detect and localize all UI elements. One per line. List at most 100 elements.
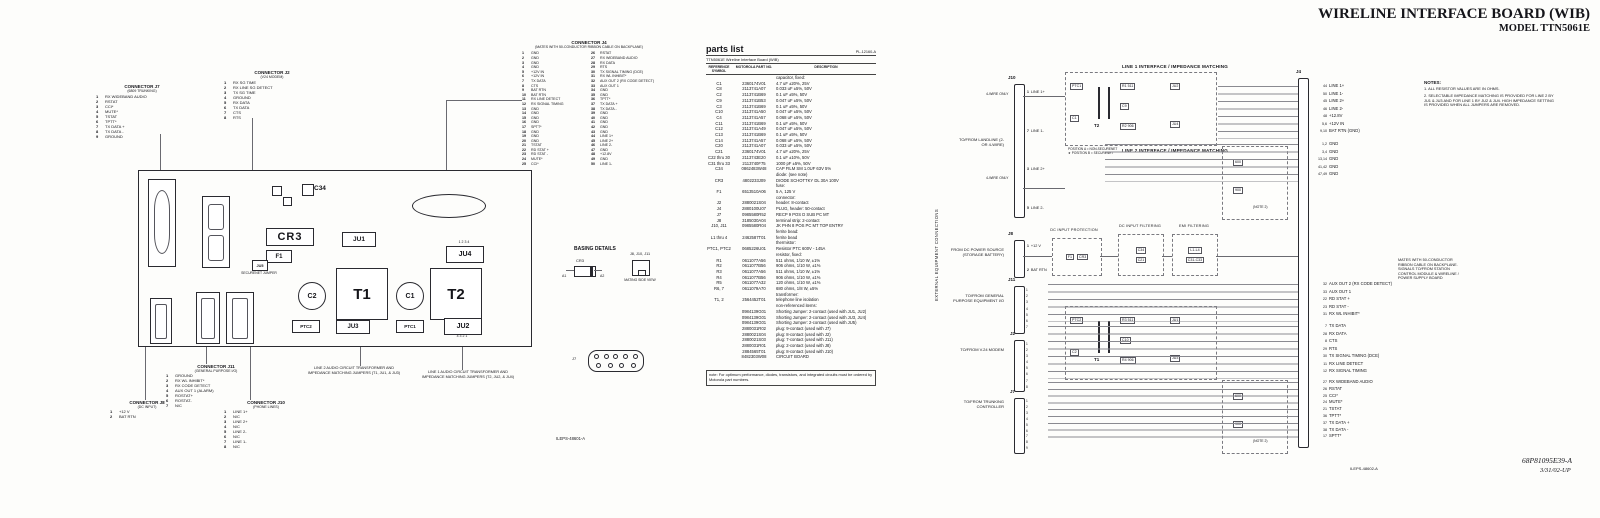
parts-list-row: C2 2113741B69 0.1 uF ±5%, 50V xyxy=(706,92,876,98)
pin-label: GROUND xyxy=(233,95,251,101)
mating-side-view-label: MATING SIDE VIEW xyxy=(624,278,656,282)
pin-hole xyxy=(633,354,639,360)
j4-pins-right-column: 26 RSTAT 27 RX WIDEBAND AUDIO 28 RX DATA xyxy=(591,51,656,166)
callout-pin-row: 3 RX CODE DETECT xyxy=(166,383,266,389)
pin-number: 8 xyxy=(224,114,227,120)
part-ref: R3 xyxy=(716,268,722,274)
part-description: 4.7 uF ±20%, 25V xyxy=(776,149,810,155)
pin-number: 12 xyxy=(522,101,526,106)
part-number: 2113741B69 xyxy=(742,92,766,98)
signal-label: GND xyxy=(1329,156,1339,161)
callout-pin-row: 42 GND xyxy=(591,125,656,130)
board-doc-number: ILEPS-48601-A xyxy=(556,436,586,441)
signal-row: 30 TX SIGNAL TIMING (DCE) xyxy=(1311,353,1379,362)
callout-pin-row: 48 +12.8V xyxy=(591,152,656,157)
pin-label: N/C xyxy=(233,414,240,420)
pin-label: RD STAT + xyxy=(531,147,549,152)
pin-number: 28 xyxy=(1323,331,1327,336)
pin-number: 42 xyxy=(591,124,595,129)
pin-label: SPTT* xyxy=(531,124,542,129)
callout-subtitle: (GENERAL PURPOSE I/O) xyxy=(194,369,238,374)
part-number: 0985580R04 xyxy=(742,223,766,229)
pin-label: BAT RTN xyxy=(531,92,546,97)
schematic-j11-label: J11 xyxy=(1008,277,1016,282)
j4-group-trunking: 27 RX WIDEBAND AUDIO 26 RSTAT 25 CCI* 24… xyxy=(1311,379,1373,441)
pin-number: 3 xyxy=(522,60,524,65)
callout-pin-row: 46 LINE 2- xyxy=(591,143,656,148)
dc-power-source-label: FROM DC POWER SOURCE (STORAGE BATTERY) xyxy=(950,247,1004,257)
parts-list-row: 2880031R01 plug: 2-contact (used with J8… xyxy=(706,343,876,349)
pin-label: GND xyxy=(531,134,539,139)
schematic-connector-j10 xyxy=(1014,84,1025,218)
leader-line xyxy=(252,118,253,196)
pin-label: LINE 1- xyxy=(233,438,247,444)
pin-number: 6 xyxy=(96,118,99,124)
j4-group-gpio: 32 AUX OUT 2 (RX CODE DETECT) 33 AUX OUT… xyxy=(1311,281,1392,320)
part-description: CIRCUIT BOARD xyxy=(776,354,809,360)
pin-number: 7 xyxy=(1026,378,1028,383)
landline-label: TO/FROM LANDLINE (2- OR 4-WIRE) xyxy=(958,137,1004,147)
pin-label: RSTAT xyxy=(600,51,612,56)
parts-list-heading: parts list xyxy=(706,44,744,54)
cr3-package-drawing xyxy=(574,266,596,277)
part-description: resistor, fixed: xyxy=(776,251,802,257)
connector-cavity xyxy=(232,298,248,339)
part-number: 2884565T01 xyxy=(742,348,766,354)
pin-number: 5 xyxy=(96,114,99,120)
signal-row: 50 LINE 1- xyxy=(1311,91,1360,100)
board-connector-j7 xyxy=(148,179,176,267)
line2-circuit-label: LINE 2 AUDIO CIRCUIT TRANSFORMER AND IMP… xyxy=(307,366,401,375)
part-number: 6513510A06 xyxy=(742,189,766,195)
pin-number: 2 xyxy=(1026,294,1028,299)
component-ju5: JU5 xyxy=(252,260,268,271)
pin-number: 3 xyxy=(1027,167,1029,172)
pin-number: 3 xyxy=(166,383,169,389)
component-t2: T2 xyxy=(430,268,482,320)
part-description: 0.047 uF ±5%, 50V xyxy=(776,97,812,103)
callout-pin-row: 18 GND xyxy=(522,130,587,135)
part-ref: C13 xyxy=(715,132,723,138)
signal-label: GND xyxy=(1329,171,1339,176)
callout-pin-row: 31 RX WL INHIBIT* xyxy=(591,74,656,79)
callout-pin-row: 6 N/C xyxy=(224,434,308,440)
pin-number: 13,14 xyxy=(1318,157,1327,161)
pin-number: 7 xyxy=(166,402,169,408)
component-c34-label: C34 xyxy=(314,185,326,192)
pin-number: 47 xyxy=(591,147,595,152)
leader-line xyxy=(160,134,161,178)
component-ptc1-label: PTC1 xyxy=(404,324,416,329)
callout-pin-row: 41 GND xyxy=(591,120,656,125)
pin-number: 7 xyxy=(522,78,524,83)
part-ref: C8 xyxy=(716,86,722,92)
part-description: non-referenced items: xyxy=(776,303,817,309)
securenet-jumper-label: SECURENET JUMPER xyxy=(241,271,277,275)
pin-label: GND xyxy=(600,120,608,125)
part-number: 2113741B53 xyxy=(742,97,766,103)
callout-pin-row: 1 +12 V xyxy=(110,410,184,415)
pin-number: 4 xyxy=(1026,306,1028,311)
dc-protect-block: F1 CR3 xyxy=(1052,238,1102,276)
part-number: 0985580R52 xyxy=(742,211,766,217)
parts-list-row: C8 2113741A07 0.033 uF ±5%, 50V xyxy=(706,86,876,92)
pin-label: CCI* xyxy=(105,104,114,110)
part-number: 0862483W48 xyxy=(741,166,767,172)
pin-label: GROUND xyxy=(175,373,193,379)
signal-label: AUX OUT 2 (RX CODE DETECT) xyxy=(1329,281,1392,286)
pin-number: 4 xyxy=(166,388,169,394)
pin-label: TX DATA - xyxy=(600,106,617,111)
pin-number: 44 xyxy=(1323,84,1327,88)
component-c1: C1 xyxy=(1070,115,1079,122)
part-number: 8482303W08 xyxy=(741,354,767,360)
pin-label: TX DATA xyxy=(531,78,546,83)
parts-list-row: C13 2113741B69 0.1 uF ±5%, 50V xyxy=(706,132,876,138)
connector-cavity xyxy=(208,235,224,261)
pin-number: 35 xyxy=(591,92,595,97)
callout-pin-row: 28 RX DATA xyxy=(591,61,656,66)
part-ref: C22 thru 30 xyxy=(708,154,730,160)
callout-pin-row: 5 +12V IN xyxy=(522,70,587,75)
part-description: diode: (see note) xyxy=(776,171,808,177)
callout-connector-j10: CONNECTOR J10 (PHONE LINES) 1 LINE 1+ 2 … xyxy=(224,400,308,450)
schematic-j2-label: J2 xyxy=(1010,331,1016,336)
pin-number: 14 xyxy=(522,111,526,116)
parts-list-note: note: For optimum performance, diodes, t… xyxy=(706,370,876,386)
